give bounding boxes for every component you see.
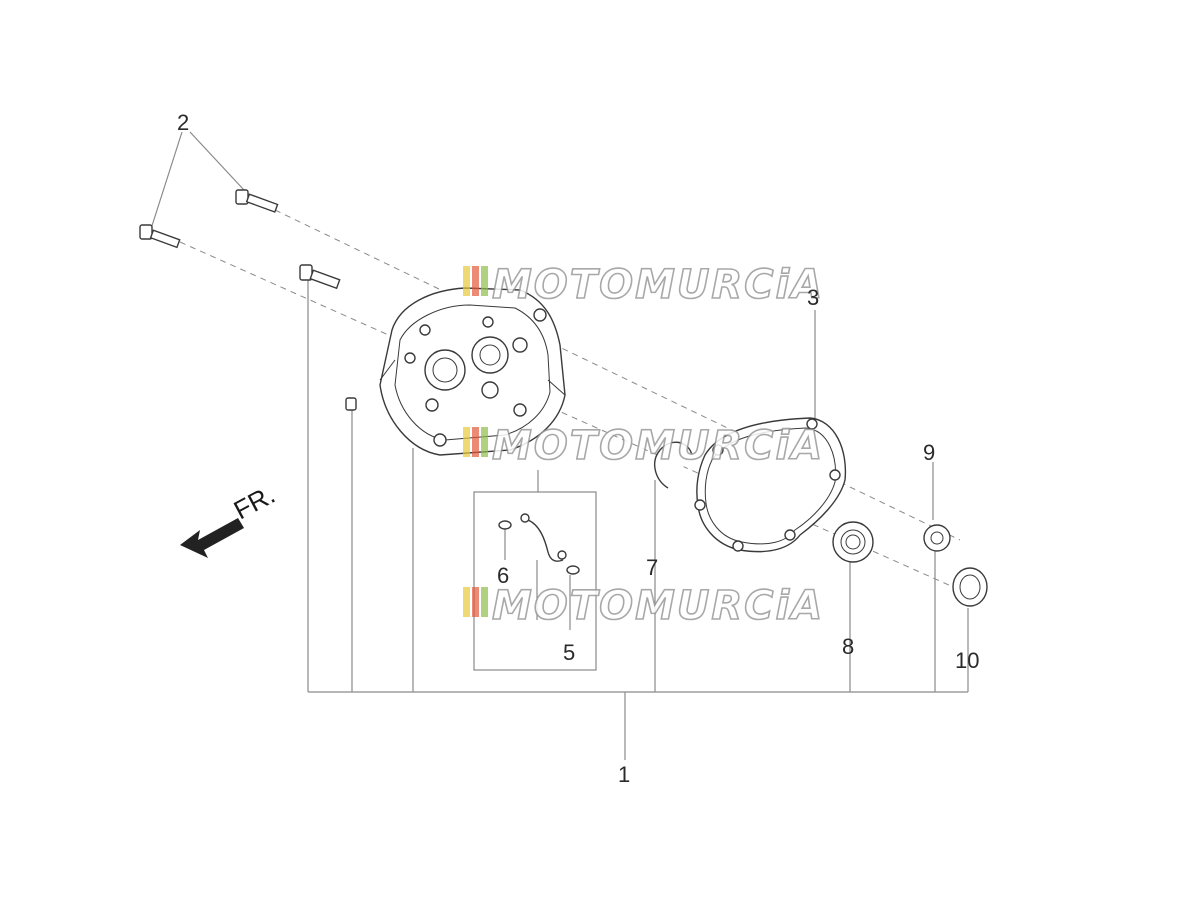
stud-part bbox=[299, 264, 341, 290]
callout-10: 10 bbox=[955, 648, 979, 673]
watermark: MOTOMURCiA bbox=[463, 422, 824, 470]
callout-5: 5 bbox=[563, 640, 575, 665]
callout-6: 6 bbox=[497, 563, 509, 588]
bearing-part bbox=[832, 521, 874, 563]
gasket-part bbox=[694, 417, 847, 553]
watermark: MOTOMURCiA bbox=[463, 261, 824, 309]
motomurcia-logo-icon bbox=[463, 427, 488, 457]
front-direction-arrow-icon bbox=[180, 518, 244, 558]
bolt-part bbox=[235, 189, 279, 213]
watermark-text: MOTOMURCiA bbox=[492, 423, 824, 469]
callout-2: 2 bbox=[177, 110, 189, 135]
direction-label: FR. bbox=[229, 479, 280, 525]
callout-9: 9 bbox=[923, 440, 935, 465]
circlip-part bbox=[654, 441, 693, 489]
small-bearing-part bbox=[923, 524, 951, 552]
callout-7: 7 bbox=[646, 555, 658, 580]
callout-1: 1 bbox=[618, 762, 630, 787]
motomurcia-logo-icon bbox=[463, 266, 488, 296]
motomurcia-logo-icon bbox=[463, 587, 488, 617]
watermark-text: MOTOMURCiA bbox=[492, 262, 824, 308]
watermark: MOTOMURCiA bbox=[463, 582, 824, 630]
callout-3: 3 bbox=[807, 285, 819, 310]
callout-8: 8 bbox=[842, 634, 854, 659]
alignment-lines bbox=[179, 209, 961, 591]
hose-kit-parts bbox=[498, 513, 580, 575]
transmission-cover-part bbox=[379, 287, 566, 456]
main-bracket-lines bbox=[149, 131, 969, 760]
bolt-part bbox=[139, 224, 181, 249]
oil-seal-part bbox=[952, 567, 988, 607]
pin-part bbox=[345, 397, 357, 411]
watermark-text: MOTOMURCiA bbox=[492, 583, 824, 629]
